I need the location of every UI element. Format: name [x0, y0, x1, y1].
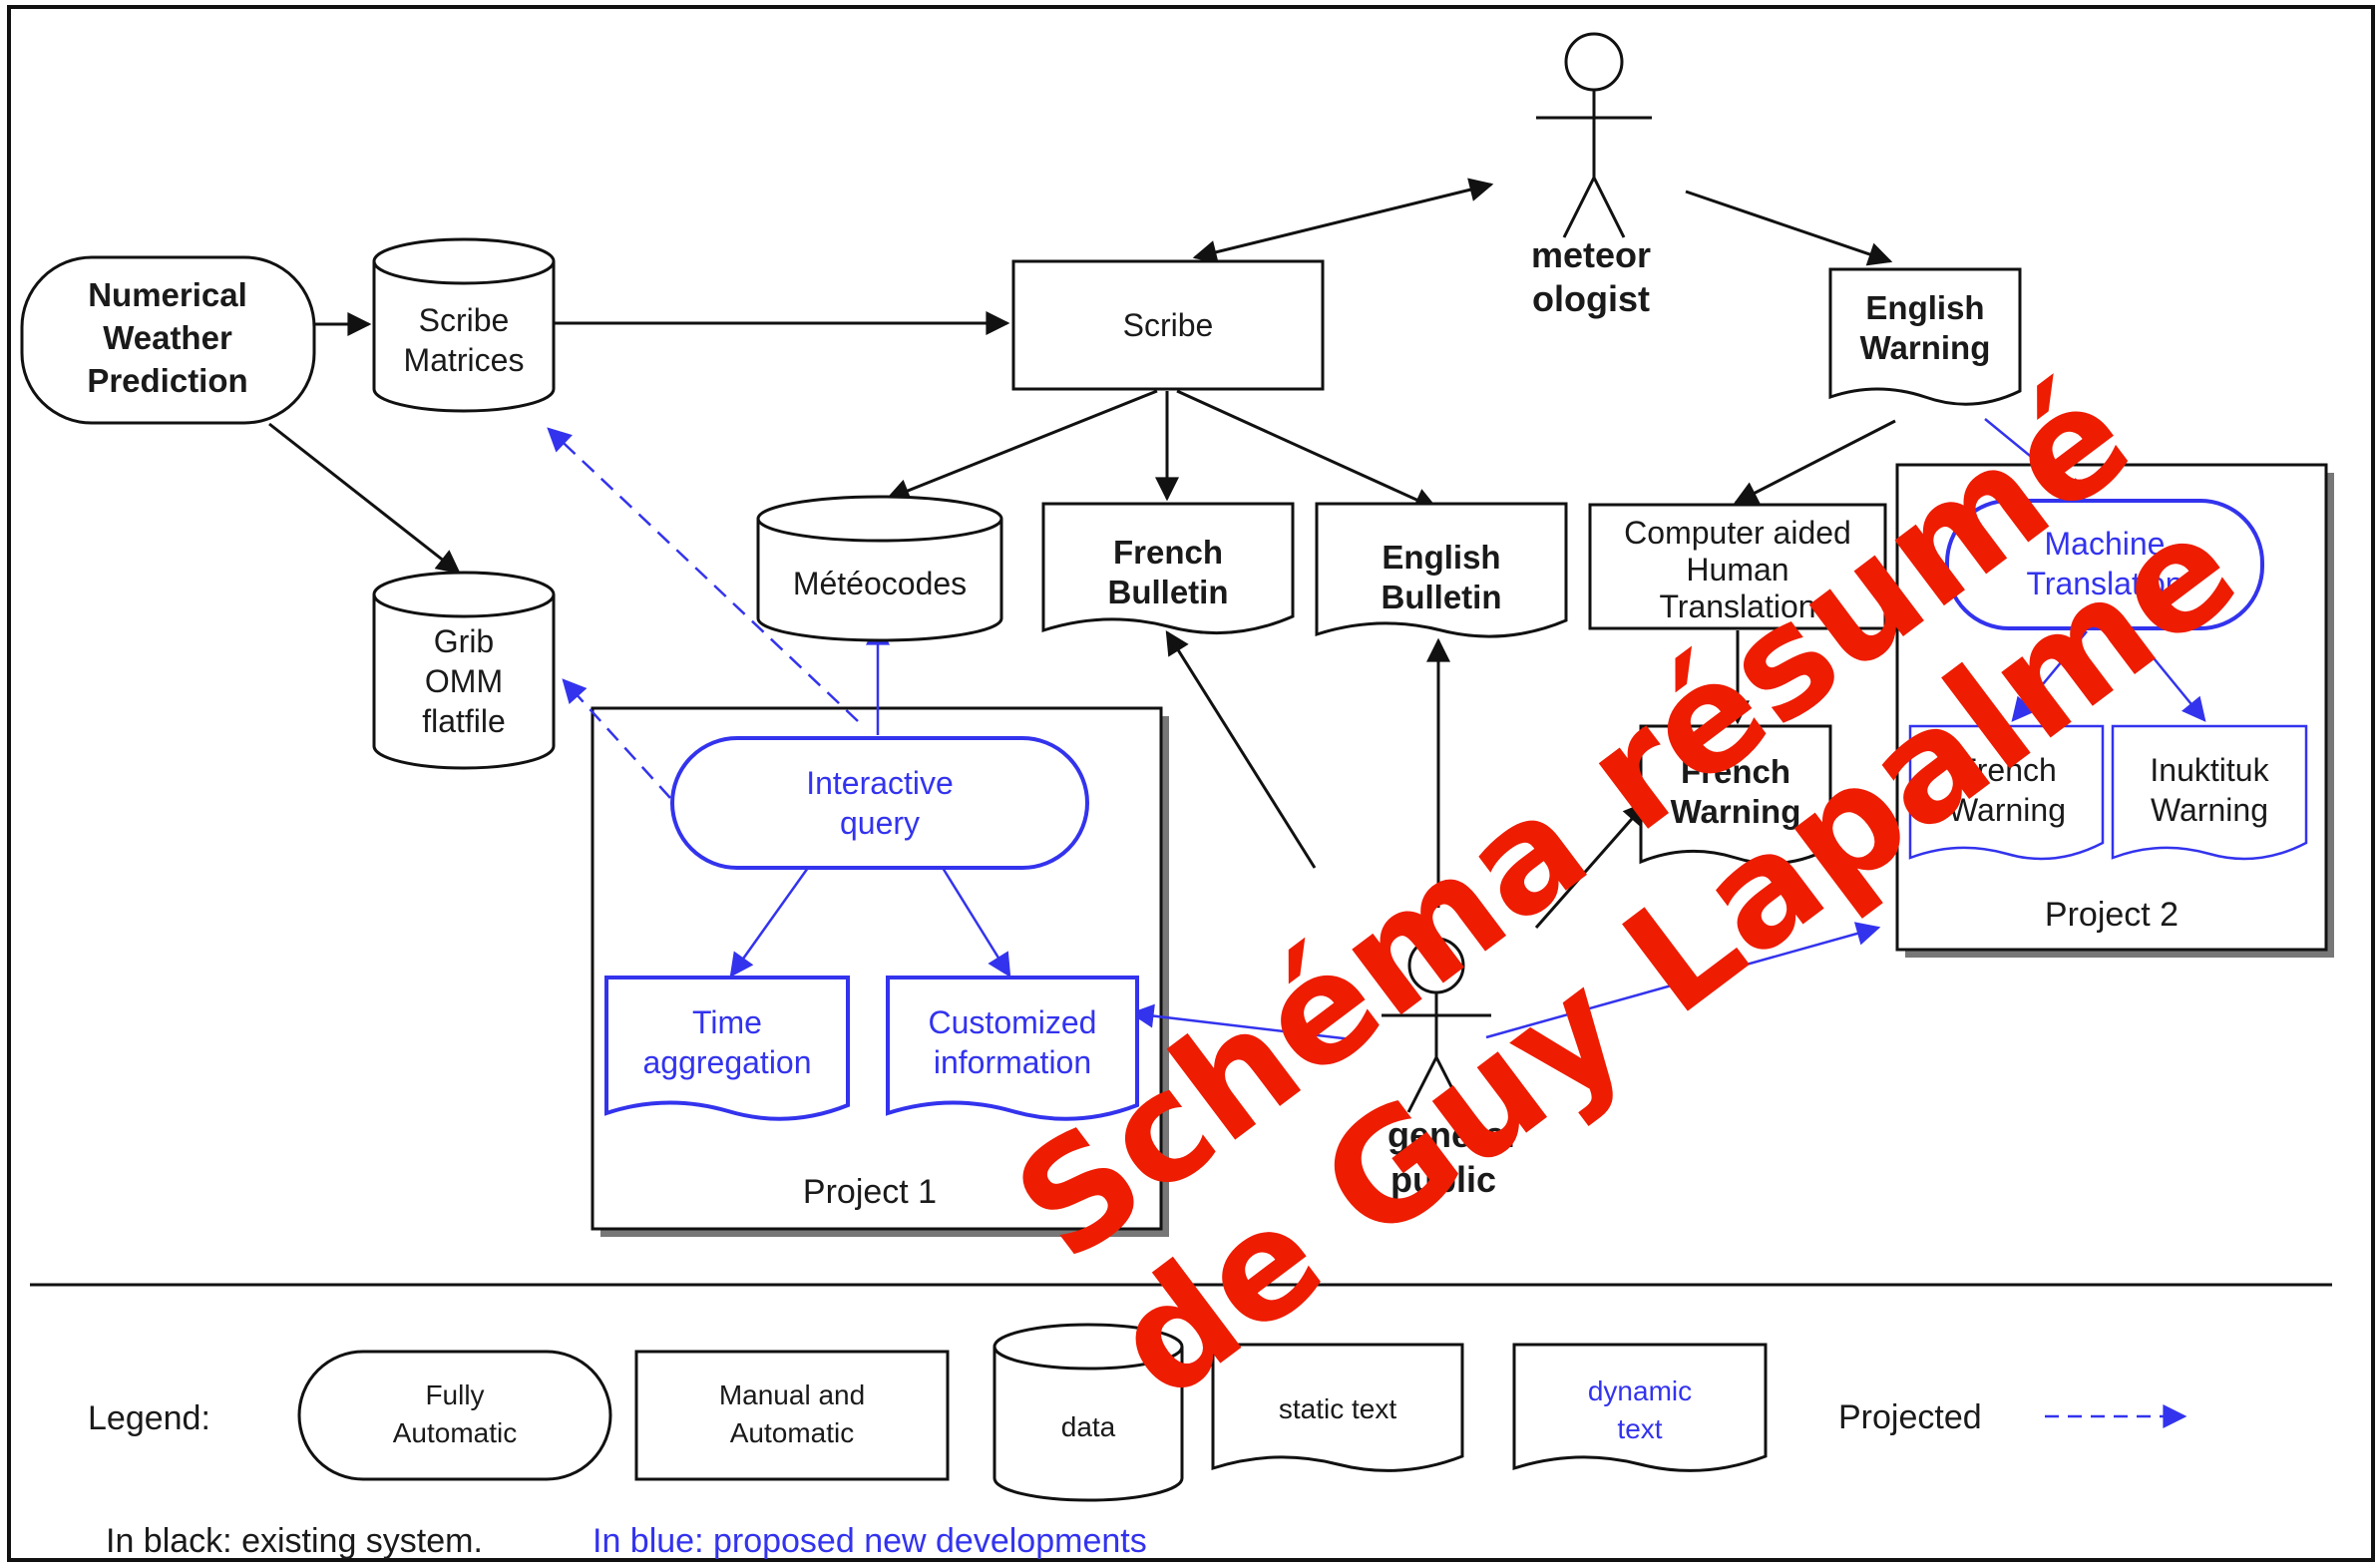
svg-text:French: French [1681, 753, 1790, 790]
svg-text:general: general [1388, 1114, 1515, 1155]
legend-data: data [992, 1323, 1184, 1502]
legend: Legend: Fully Automatic Manual and Autom… [88, 1323, 2187, 1502]
node-scribe: Scribe [1011, 259, 1325, 391]
arrow-query-to-grib-projected [562, 678, 671, 799]
svg-text:public: public [1390, 1159, 1496, 1200]
svg-text:Numerical: Numerical [88, 276, 247, 313]
svg-text:Manual and: Manual and [719, 1379, 865, 1410]
node-english-bulletin: English Bulletin [1315, 502, 1568, 638]
svg-text:Bulletin: Bulletin [1382, 579, 1502, 615]
svg-text:Interactive: Interactive [806, 765, 954, 801]
actor-general-public: general public [1382, 937, 1515, 1200]
node-french-bulletin: French Bulletin [1041, 502, 1295, 635]
svg-text:flatfile: flatfile [422, 703, 506, 739]
arrow-public-to-french-bulletin [1165, 629, 1317, 869]
svg-text:Automatic: Automatic [393, 1417, 518, 1448]
svg-text:Météocodes: Météocodes [793, 566, 967, 601]
svg-text:Bulletin: Bulletin [1108, 574, 1229, 610]
svg-text:Scribe: Scribe [419, 302, 510, 338]
svg-text:Automatic: Automatic [730, 1417, 855, 1448]
legend-static-text: static text [1211, 1343, 1464, 1472]
project2-label: Project 2 [2045, 896, 2179, 934]
svg-text:Machine: Machine [2045, 526, 2166, 562]
svg-text:static text: static text [1279, 1393, 1396, 1424]
arrow-public-to-project2 [1485, 922, 1881, 1039]
legend-projected-label: Projected [1838, 1398, 1982, 1436]
svg-text:Computer aided: Computer aided [1624, 515, 1851, 551]
svg-text:dynamic: dynamic [1588, 1375, 1692, 1406]
arrow-public-to-french-warning [1534, 801, 1648, 929]
arrow-mt-to-french-warning [2011, 630, 2088, 722]
arrow-warning-to-machine-translation [1984, 418, 2087, 503]
node-scribe-matrices: Scribe Matrices [372, 237, 556, 413]
svg-text:query: query [840, 805, 920, 841]
node-customized-information: Customized information [886, 976, 1139, 1121]
svg-text:Weather: Weather [103, 319, 232, 356]
svg-text:Human: Human [1686, 552, 1788, 588]
svg-text:meteor: meteor [1531, 234, 1651, 275]
node-french-warning-dynamic: French Warning [1908, 724, 2105, 861]
node-english-warning: English Warning [1828, 267, 2022, 406]
svg-text:Inuktituk: Inuktituk [2150, 752, 2269, 788]
svg-text:information: information [934, 1044, 1091, 1080]
svg-text:Warning: Warning [2151, 792, 2268, 828]
svg-text:OMM: OMM [425, 663, 503, 699]
svg-text:Warning: Warning [1948, 792, 2066, 828]
node-french-warning: French Warning [1639, 724, 1832, 866]
svg-text:Warning: Warning [1860, 329, 1991, 366]
svg-text:Fully: Fully [425, 1379, 484, 1410]
arrow-warning-to-human-translation [1733, 419, 1896, 505]
node-machine-translation: Machine Translation [1945, 499, 2264, 630]
legend-manual-automatic: Manual and Automatic [634, 1350, 950, 1481]
node-inuktituk-warning: Inuktituk Warning [2111, 724, 2308, 861]
node-time-aggregation: Time aggregation [604, 976, 850, 1121]
arrow-scribe-meteorologist [1192, 178, 1494, 264]
arrow-query-to-customized [941, 867, 1011, 979]
svg-text:Customized: Customized [929, 1004, 1097, 1040]
actor-meteorologist: meteor ologist [1531, 32, 1652, 319]
arrow-mt-to-inuktituk-warning [2131, 630, 2206, 722]
legend-dynamic-text: dynamic text [1512, 1343, 1768, 1472]
svg-text:text: text [1617, 1413, 1662, 1444]
svg-text:English: English [1382, 539, 1500, 576]
svg-text:Translation: Translation [2026, 566, 2182, 601]
svg-text:data: data [1061, 1411, 1116, 1442]
arrow-scribe-to-meteocodes [885, 389, 1158, 503]
footer-existing: In black: existing system. [106, 1522, 483, 1560]
node-grib-omm-flatfile: Grib OMM flatfile [372, 571, 556, 770]
svg-text:French: French [1957, 752, 2057, 788]
svg-text:ologist: ologist [1532, 278, 1650, 319]
arrow-nwp-to-grib [268, 422, 461, 575]
arrow-public-to-customized [1129, 1003, 1353, 1041]
svg-text:Scribe: Scribe [1123, 307, 1214, 343]
arrow-query-to-matrices-projected [547, 427, 859, 722]
node-meteocodes: Météocodes [756, 495, 1003, 642]
svg-text:English: English [1865, 289, 1984, 326]
svg-text:aggregation: aggregation [642, 1044, 811, 1080]
project1-label: Project 1 [803, 1173, 937, 1211]
svg-text:Prediction: Prediction [87, 362, 247, 399]
svg-text:French: French [1113, 534, 1223, 571]
svg-text:Grib: Grib [434, 623, 494, 659]
frame-border [7, 5, 2375, 1562]
node-numerical-weather-prediction: Numerical Weather Prediction [20, 255, 316, 425]
legend-fully-automatic: Fully Automatic [297, 1350, 612, 1481]
svg-text:Time: Time [692, 1004, 762, 1040]
svg-text:Warning: Warning [1671, 793, 1801, 830]
svg-text:Translation: Translation [1659, 588, 1815, 624]
svg-text:Matrices: Matrices [404, 342, 525, 378]
node-computer-aided-translation: Computer aided Human Translation [1588, 503, 1887, 630]
legend-title: Legend: [88, 1399, 210, 1437]
arrow-meteorologist-to-english-warning [1685, 190, 1893, 266]
footer-proposed: In blue: proposed new developments [593, 1522, 1147, 1560]
node-interactive-query: Interactive query [670, 736, 1089, 870]
arrow-scribe-to-english-bulletin [1176, 389, 1439, 512]
arrow-query-to-time-aggregation [729, 867, 810, 978]
